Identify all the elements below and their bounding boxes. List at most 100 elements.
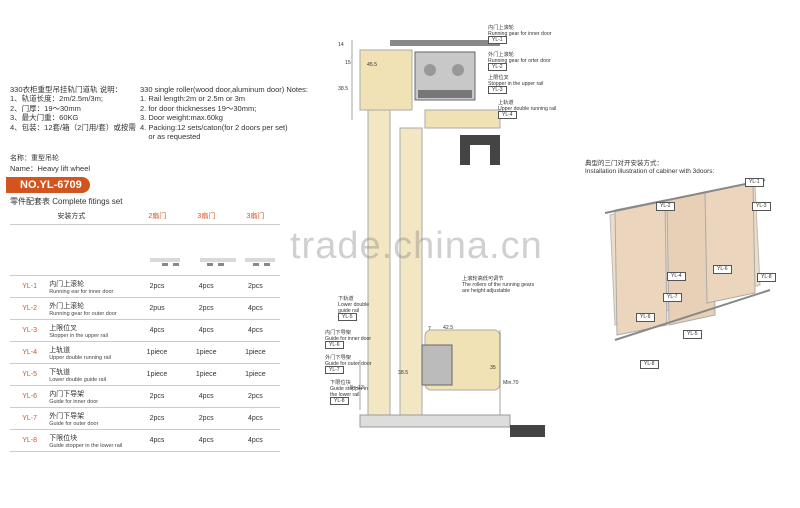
door-icons-row	[10, 225, 280, 276]
roller-outer	[452, 64, 464, 76]
qty-col2: 4pcs	[181, 319, 231, 342]
qty-col3: 4pcs	[230, 319, 280, 342]
install-title-cn: 典型的三门对开安装方式：	[585, 160, 663, 167]
name-chinese: 名称：重型吊轮	[10, 155, 59, 162]
qty-col3: 1piece	[230, 341, 280, 364]
tag-yl8-install: YL-8	[757, 273, 776, 282]
dim-8-13: 8～13	[350, 385, 364, 391]
top-rail	[604, 179, 766, 214]
header-col2: 3扇门	[197, 213, 216, 220]
bottom-detail-profile	[510, 425, 545, 437]
part-code: YL-3	[10, 319, 50, 342]
part-code: YL-2	[10, 297, 50, 320]
door-panel-outer	[399, 127, 423, 421]
install-illustration	[604, 179, 771, 341]
qty-col2: 1piece	[181, 363, 231, 386]
qty-col3: 1piece	[230, 363, 280, 386]
qty-col1: 4pcs	[132, 429, 182, 452]
door-right	[704, 182, 756, 304]
dim-38-5: 38.5	[338, 86, 349, 92]
dim-35: 35	[490, 365, 496, 371]
lower-guide-assembly	[421, 344, 453, 386]
qty-col1: 1piece	[132, 341, 182, 364]
qty-col1: 2pus	[132, 297, 182, 320]
tag-yl6-install: YL-6	[713, 265, 732, 274]
qty-col1: 2pcs	[132, 407, 182, 430]
qty-col2: 4pcs	[181, 429, 231, 452]
part-code: YL-8	[10, 429, 50, 452]
sku-badge: NO.YL-6709	[6, 177, 90, 193]
header-install: 安装方式	[57, 213, 86, 220]
fittings-title: 零件配套表 Complete fitings set	[10, 197, 123, 206]
floor	[359, 414, 511, 428]
tag-yl7-install: YL-7	[663, 293, 682, 302]
roller-inner	[424, 64, 436, 76]
bottom-rail	[614, 289, 771, 341]
qty-col1: 4pcs	[132, 319, 182, 342]
install-title-en: Installation illustration of cabiner wit…	[585, 168, 715, 175]
name-english: Name：Heavy lift wheel	[10, 164, 91, 173]
header-col3: 3扇门	[246, 213, 265, 220]
qty-col3: 2pcs	[230, 385, 280, 408]
part-code: YL-1	[10, 276, 50, 298]
qty-col2: 1piece	[181, 341, 231, 364]
qty-col1: 2pcs	[132, 276, 182, 298]
dim-7: 7	[428, 326, 431, 332]
tag-yl3-install: YL-3	[752, 202, 771, 211]
side-board	[424, 109, 501, 129]
part-code: YL-6	[10, 385, 50, 408]
dim-min-70: Min.70	[503, 380, 519, 386]
dim-38-5b: 38.5	[398, 370, 409, 376]
tag-yl4-install: YL-4	[667, 272, 686, 281]
tag-yl8b-install: YL-8	[640, 360, 659, 369]
qty-col1: 2pcs	[132, 385, 182, 408]
qty-col2: 4pcs	[181, 385, 231, 408]
tag-yl1-install: YL-1	[745, 178, 764, 187]
table-header: 安装方式 2扇门 3扇门 3扇门	[10, 208, 280, 225]
part-code: YL-7	[10, 407, 50, 430]
qty-col3: 4pcs	[230, 407, 280, 430]
top-frame	[390, 40, 500, 46]
qty-col2: 2pcs	[181, 297, 231, 320]
dim-42-5: 42.5	[443, 325, 454, 331]
rail-profile-detail	[460, 135, 500, 165]
qty-col3: 2pcs	[230, 276, 280, 298]
header-col1: 2扇门	[148, 213, 167, 220]
qty-col2: 2pcs	[181, 407, 231, 430]
tag-yl6b-install: YL-6	[636, 313, 655, 322]
tag-yl2-install: YL-2	[656, 202, 675, 211]
part-code: YL-4	[10, 341, 50, 364]
cross-section-drawing	[351, 40, 545, 437]
qty-col3: 4pcs	[230, 429, 280, 452]
door-layout-icons	[150, 258, 275, 266]
tag-yl5-install: YL-5	[683, 330, 702, 339]
dim-45-5: 45.5	[367, 62, 378, 68]
notes-english: 330 single roller(wood door,aluminum doo…	[140, 85, 309, 142]
qty-col1: 1piece	[132, 363, 182, 386]
upper-rail	[418, 90, 472, 98]
upper-board	[359, 49, 413, 111]
